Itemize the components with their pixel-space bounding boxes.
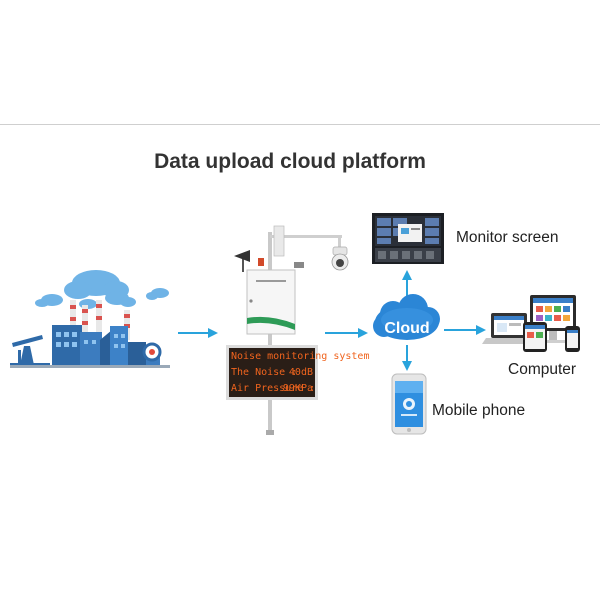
mobile-phone-image — [392, 374, 426, 434]
mobile-phone-label: Mobile phone — [432, 402, 525, 420]
arrow-head — [208, 328, 218, 338]
arrow-head — [402, 361, 412, 371]
monitor-screen-image — [372, 213, 444, 264]
led-noise-value: 40dB — [289, 367, 313, 378]
led-pressure-value: 99KPa — [283, 383, 313, 394]
noise-sensor — [294, 262, 304, 268]
cloud-icon: Cloud — [373, 294, 440, 340]
arrow-head — [358, 328, 368, 338]
cloud-label: Cloud — [384, 320, 429, 337]
sensor-mast — [274, 226, 284, 256]
camera-icon — [332, 247, 348, 270]
factory-illustration — [10, 270, 170, 368]
led-line1: Noise monitoring system — [231, 351, 369, 362]
oil-pump — [10, 335, 50, 366]
alarm-light — [258, 258, 264, 266]
monitoring-station: Noise monitoring system The Noise : 40dB… — [226, 226, 369, 435]
led-noise-label: The Noise : — [231, 367, 297, 378]
arrow-head — [476, 325, 486, 335]
arrow-head — [402, 270, 412, 280]
monitor-screen-label: Monitor screen — [456, 229, 559, 247]
computer-devices — [482, 295, 580, 352]
wind-sensor-icon — [234, 250, 250, 272]
computer-label: Computer — [508, 361, 576, 379]
